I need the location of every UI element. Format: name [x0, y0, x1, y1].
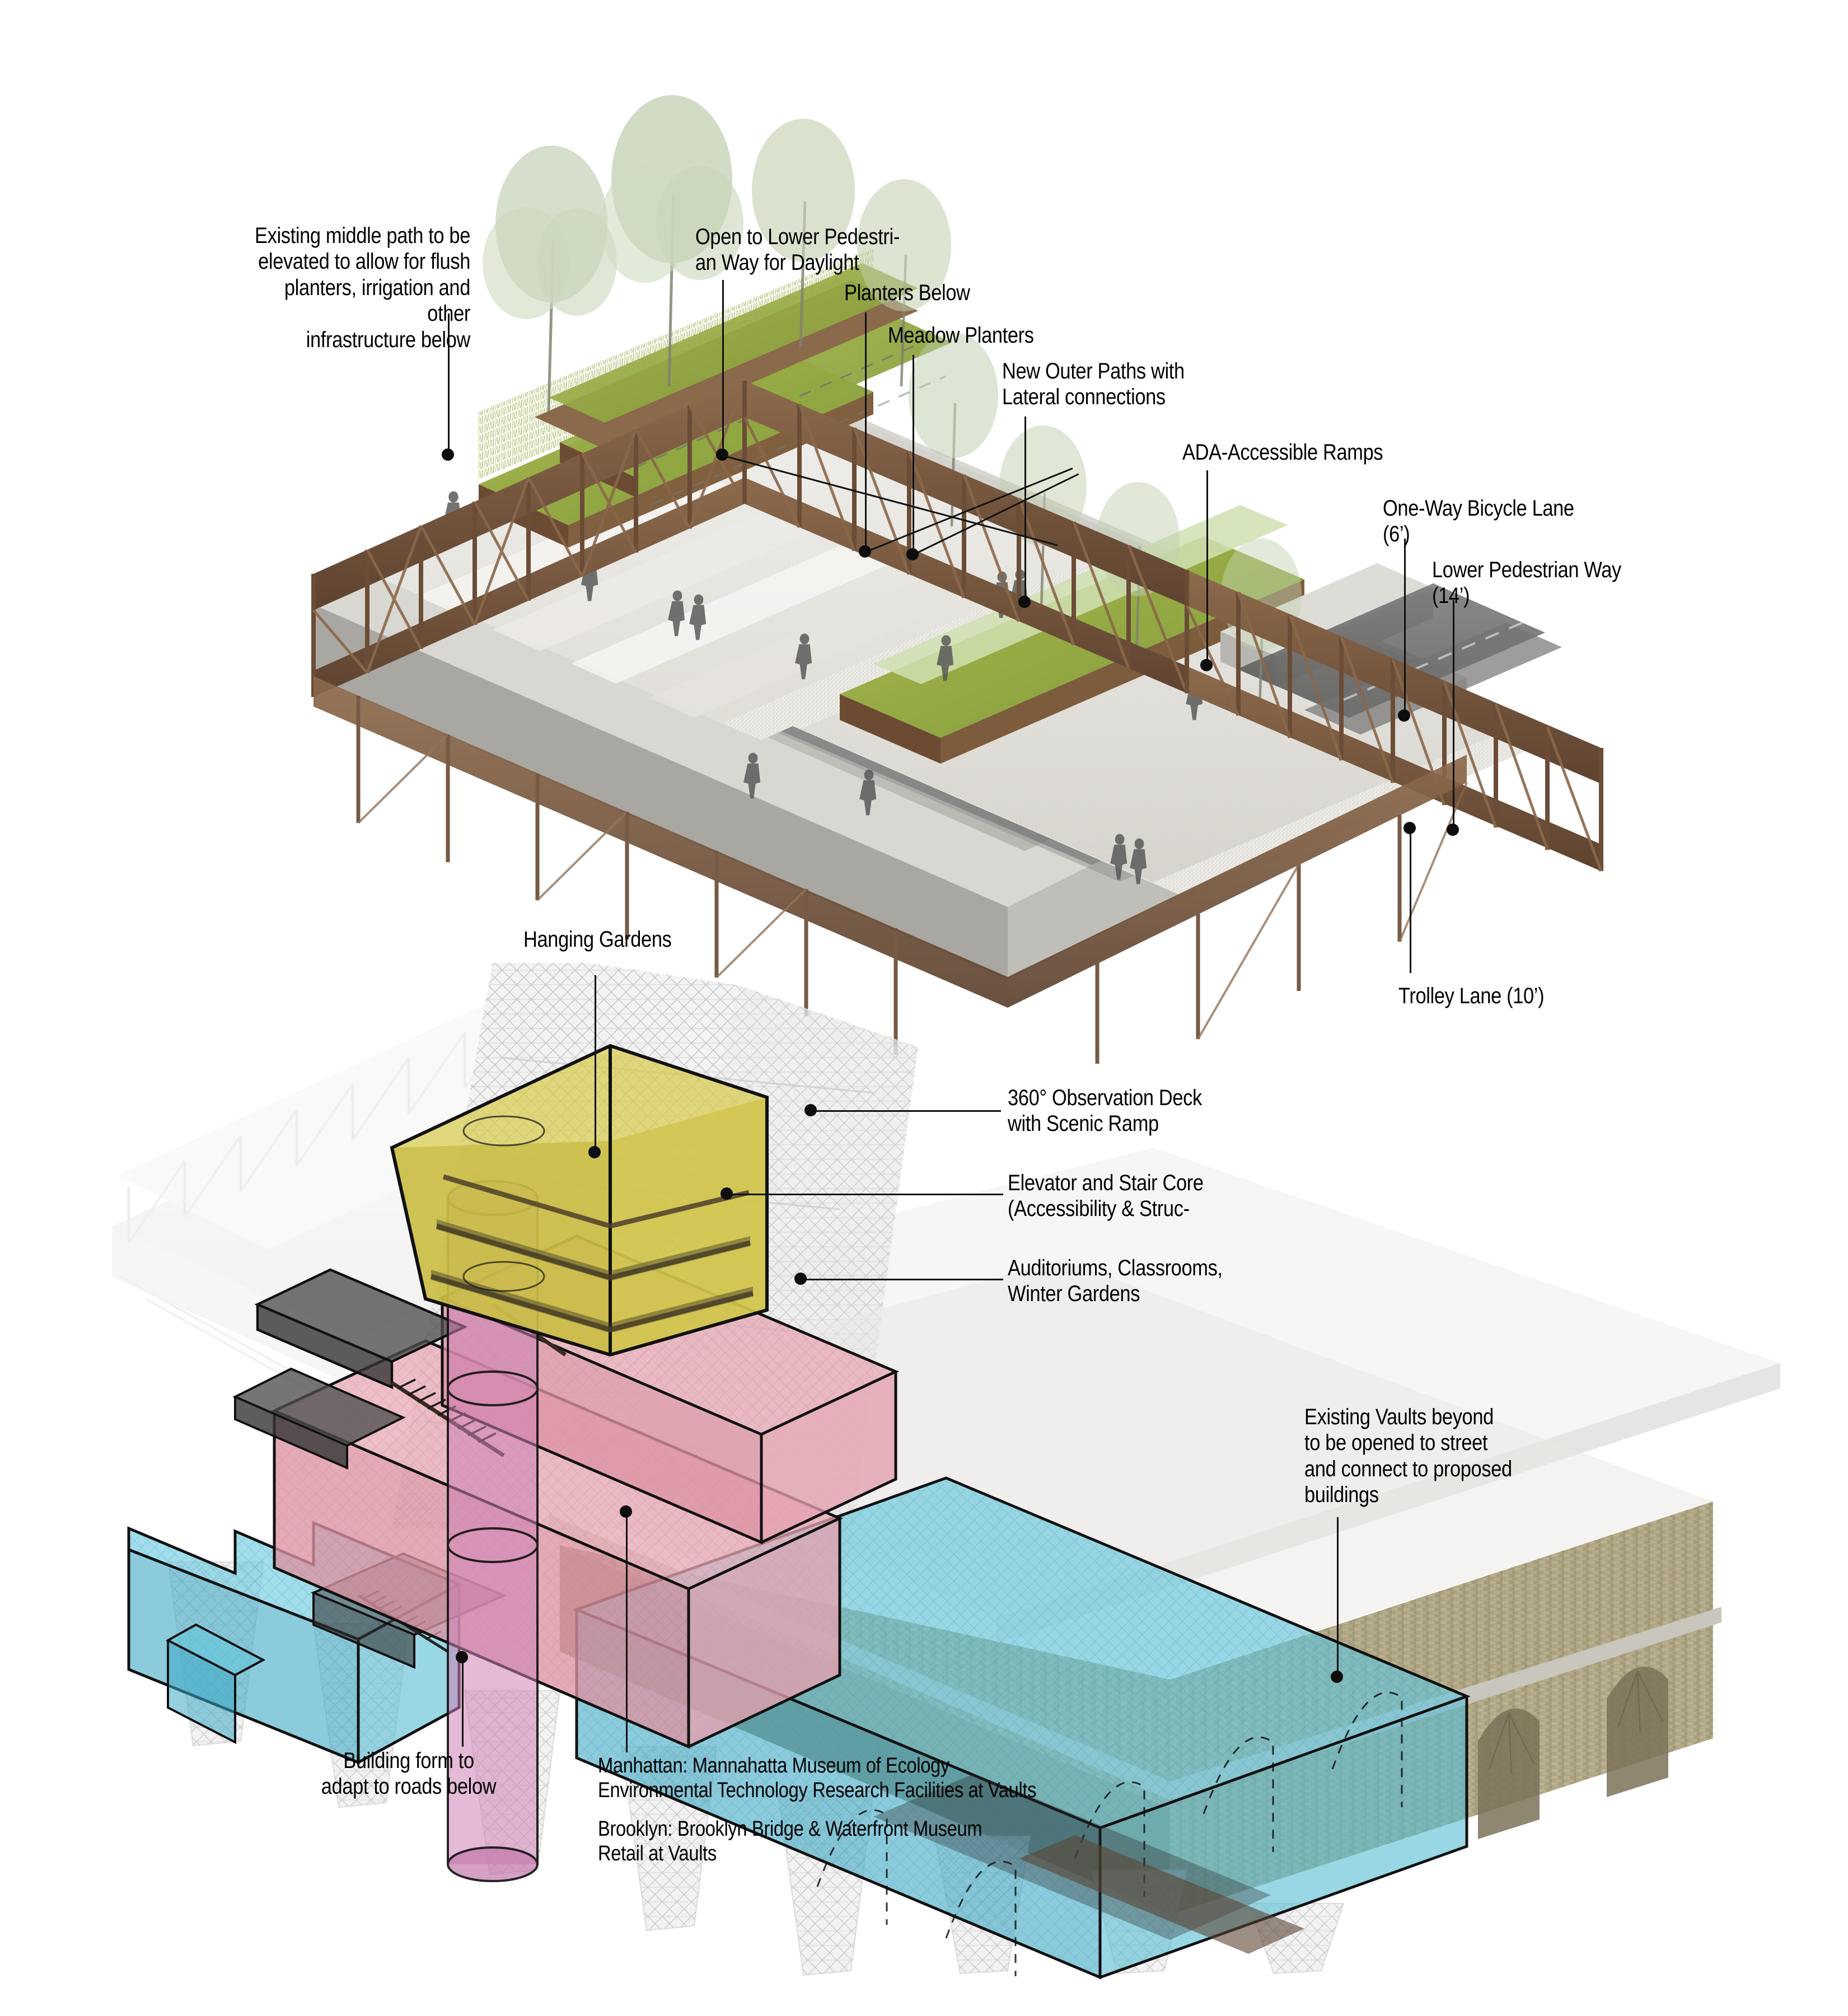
label-ada-accessible-ramps: ADA-Accessible Ramps: [1182, 440, 1383, 465]
label-program-brooklyn: Brooklyn: Brooklyn Bridge & Waterfront M…: [598, 1817, 983, 1866]
truss-railing-mid: [742, 381, 1189, 694]
dot-trolley-lane: [1403, 822, 1416, 834]
dot-one-way-bicycle-lane: [1398, 709, 1410, 722]
label-new-outer-paths: New Outer Paths with Lateral connections: [1002, 359, 1185, 410]
leader-open-to-lower-pedestrian-way: [722, 280, 724, 453]
leader-lower-pedestrian-way: [1453, 600, 1454, 827]
leader-trolley-lane: [1410, 829, 1411, 973]
truss-railing-left: [311, 380, 747, 697]
leader-meadow-planters: [913, 355, 914, 552]
label-building-form-adapt: Building form to adapt to roads below: [321, 1748, 497, 1799]
leader-building-form-adapt: [462, 1657, 464, 1747]
label-open-to-lower-pedestrian-way: Open to Lower Pedestri- an Way for Dayli…: [695, 224, 900, 275]
leader-observation-deck: [812, 1110, 1001, 1112]
label-observation-deck: 360° Observation Deck with Scenic Ramp: [1008, 1086, 1202, 1136]
leader-one-way-bicycle-lane: [1404, 539, 1406, 712]
label-lower-pedestrian-way: Lower Pedestrian Way (14’): [1432, 558, 1621, 609]
label-program-manhattan: Manhattan: Mannahatta Museum of Ecology …: [598, 1754, 1037, 1803]
dot-open-to-lower-pedestrian-way: [716, 448, 728, 461]
dot-existing-middle-path: [442, 448, 454, 461]
label-existing-vaults-beyond: Existing Vaults beyond to be opened to s…: [1304, 1405, 1512, 1508]
truss-railing-far-lower: [314, 676, 1468, 1064]
volume-observation-deck: [390, 1044, 769, 1357]
label-trolley-lane: Trolley Lane (10’): [1398, 984, 1545, 1008]
leader-ada-accessible-ramps: [1206, 470, 1208, 663]
dot-program-manhattan: [620, 1505, 632, 1518]
label-elevator-stair-core: Elevator and Stair Core (Accessibility &…: [1008, 1171, 1204, 1222]
leader-existing-middle-path: [448, 314, 450, 453]
leader-new-outer-paths: [1024, 417, 1026, 600]
leader-auditoriums-classrooms: [802, 1279, 1003, 1280]
dot-building-form-adapt: [456, 1651, 468, 1663]
dot-hanging-gardens: [588, 1146, 601, 1158]
leader-program-manhattan: [626, 1512, 628, 1752]
dot-existing-vaults-beyond: [1331, 1671, 1343, 1683]
dot-auditoriums-classrooms: [794, 1273, 807, 1285]
dot-new-outer-paths: [1018, 596, 1031, 608]
truss-railing-right: [1185, 570, 1603, 872]
label-meadow-planters: Meadow Planters: [888, 323, 1034, 348]
dot-observation-deck: [804, 1104, 817, 1116]
upper-diagram-illustration: [311, 95, 1603, 1064]
leader-planters-below: [865, 312, 867, 548]
leader-existing-vaults-beyond: [1337, 1517, 1339, 1677]
dot-lower-pedestrian-way: [1447, 824, 1459, 836]
label-existing-middle-path: Existing middle path to be elevated to a…: [255, 223, 470, 352]
leader-hanging-gardens: [595, 975, 596, 1154]
dot-elevator-stair-core: [721, 1187, 733, 1200]
label-auditoriums-classrooms: Auditoriums, Classrooms, Winter Gardens: [1008, 1256, 1223, 1307]
lower-diagram-illustration: [112, 963, 1780, 1980]
label-hanging-gardens: Hanging Gardens: [523, 927, 672, 952]
upper-deck-assembly: [311, 95, 1603, 1064]
label-planters-below: Planters Below: [844, 280, 970, 305]
label-one-way-bicycle-lane: One-Way Bicycle Lane (6’): [1383, 496, 1574, 547]
dot-ada-accessible-ramps: [1200, 659, 1213, 671]
leader-elevator-stair-core: [728, 1194, 1003, 1195]
